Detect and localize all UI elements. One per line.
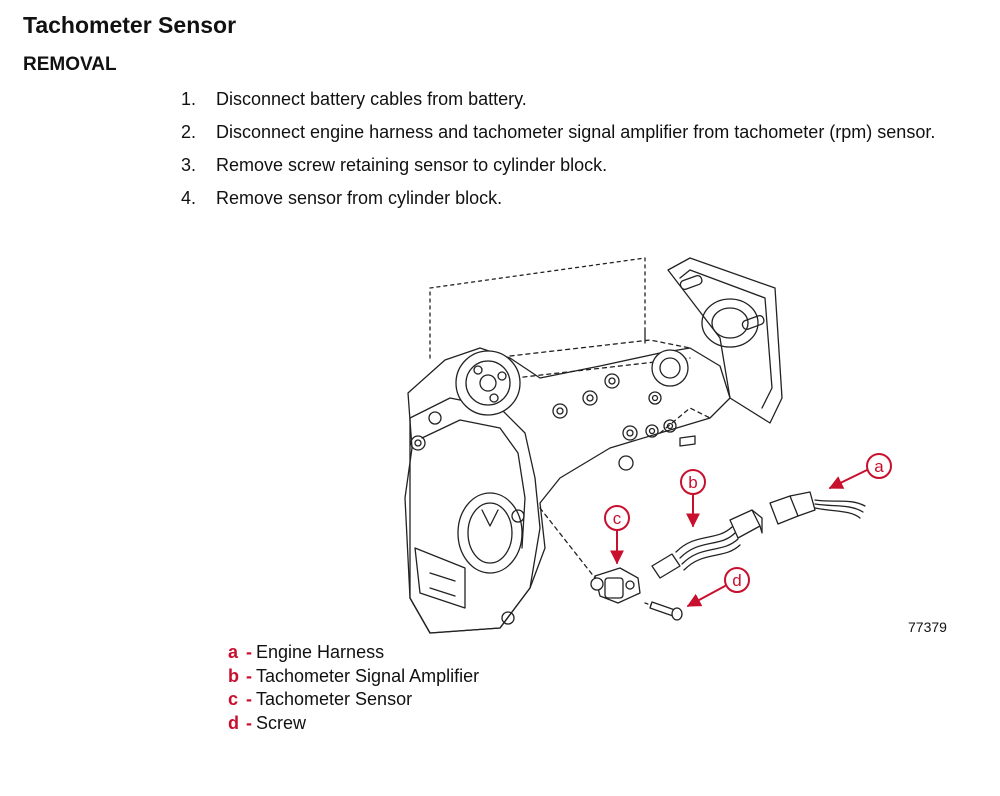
- legend-letter: a: [228, 642, 239, 662]
- legend-label: Tachometer Sensor: [256, 689, 413, 709]
- step-text: Disconnect battery cables from battery.: [216, 89, 527, 109]
- callout-a: a: [828, 453, 892, 489]
- removal-steps-list: 1. Disconnect battery cables from batter…: [181, 88, 961, 220]
- callout-d-label: d: [732, 571, 741, 590]
- legend-dash: -: [246, 665, 252, 686]
- step-text: Disconnect engine harness and tachometer…: [216, 122, 936, 142]
- legend-letter: d: [228, 712, 239, 733]
- legend-item: b-Tachometer Signal Amplifier: [228, 665, 479, 689]
- legend-label: Tachometer Signal Amplifier: [256, 665, 480, 686]
- signal-amplifier-part: [651, 509, 763, 579]
- legend-item: a-Engine Harness: [228, 641, 479, 665]
- section-heading: REMOVAL: [23, 54, 117, 75]
- legend-label: Engine Harness: [256, 642, 385, 662]
- legend-dash: -: [246, 642, 252, 662]
- legend-label: Screw: [256, 712, 307, 733]
- step-number: 3.: [181, 155, 197, 175]
- step-number: 4.: [181, 188, 197, 208]
- screw-part: [644, 601, 683, 621]
- figure-number: 77379: [908, 619, 947, 635]
- callout-b: b: [680, 469, 706, 528]
- callout-c: c: [604, 505, 630, 565]
- cylinder-block: [404, 257, 731, 634]
- callout-b-label: b: [688, 473, 697, 492]
- step-item: 2. Disconnect engine harness and tachome…: [181, 121, 961, 144]
- step-text: Remove screw retaining sensor to cylinde…: [216, 155, 608, 175]
- callout-d: d: [686, 567, 750, 607]
- rear-flange-plate: [667, 257, 783, 424]
- tachometer-sensor-part: [590, 567, 641, 604]
- legend-dash: -: [246, 689, 252, 709]
- legend-letter: c: [228, 689, 239, 709]
- step-item: 3. Remove screw retaining sensor to cyli…: [181, 154, 961, 177]
- step-number: 2.: [181, 122, 197, 142]
- legend-letter: b: [228, 665, 239, 686]
- figure-legend: a-Engine Harness b-Tachometer Signal Amp…: [228, 641, 479, 735]
- legend-item: d-Screw: [228, 712, 479, 736]
- tachometer-sensor-illustration: a b c d: [390, 248, 990, 648]
- step-item: 4. Remove sensor from cylinder block.: [181, 187, 961, 210]
- legend-dash: -: [246, 712, 252, 733]
- step-text: Remove sensor from cylinder block.: [216, 188, 503, 208]
- legend-item: c-Tachometer Sensor: [228, 688, 479, 712]
- step-item: 1. Disconnect battery cables from batter…: [181, 88, 961, 111]
- callout-a-label: a: [874, 457, 884, 476]
- callout-c-label: c: [613, 509, 622, 528]
- page-title: Tachometer Sensor: [23, 12, 237, 38]
- engine-diagram: a b c d: [404, 257, 892, 634]
- step-number: 1.: [181, 89, 197, 109]
- engine-harness-part: [769, 491, 866, 525]
